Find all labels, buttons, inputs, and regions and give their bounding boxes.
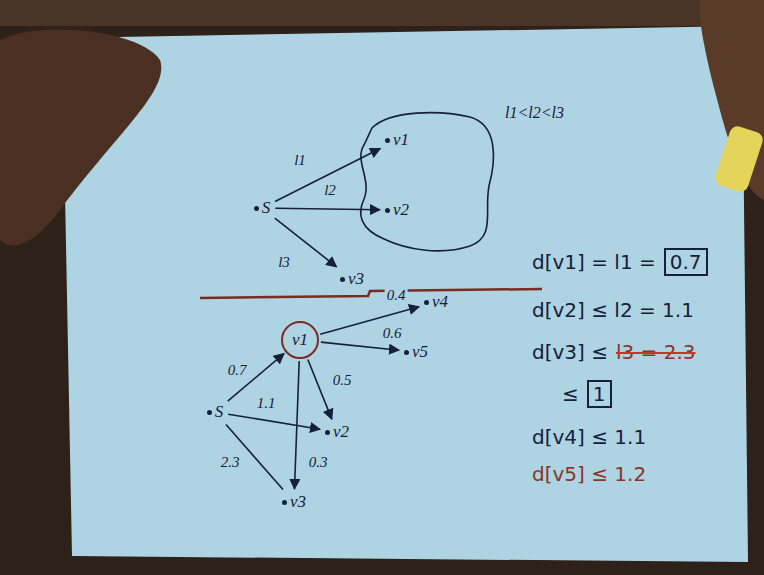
edge-weight: l1 xyxy=(292,152,308,169)
marker-pen xyxy=(713,124,764,193)
vertex-dot xyxy=(325,430,330,435)
graph-vertex: v5 xyxy=(401,341,431,363)
edge-weight: l3 xyxy=(276,254,292,271)
vertex-name: 1 xyxy=(593,382,606,406)
graph-vertex: S xyxy=(251,197,274,219)
paper-sheet xyxy=(62,26,748,562)
graph-vertex: v2 xyxy=(382,199,412,221)
vertex-name: v2 xyxy=(333,422,349,442)
edge-arrow xyxy=(321,342,399,350)
circled-vertex: v1 xyxy=(281,321,319,359)
vertex-name: v3 xyxy=(348,269,364,289)
boxed-value: 1 xyxy=(587,380,612,408)
vertex-dot xyxy=(207,410,212,415)
edge-weight: 0.6 xyxy=(381,325,404,342)
edge-arrow xyxy=(228,414,320,429)
note-text: d[v5] ≤ 1.2 xyxy=(532,462,646,486)
vertex-name: v5 xyxy=(412,342,428,362)
vertex-dot xyxy=(404,350,409,355)
vertex-name: v4 xyxy=(432,292,448,312)
edge-weight: 0.4 xyxy=(385,287,408,304)
graph-vertex: v4 xyxy=(421,291,451,313)
vertex-name: v1 xyxy=(393,130,409,150)
boxed-value: 0.7 xyxy=(664,248,708,276)
vertex-name: v3 xyxy=(290,492,306,512)
graph-vertex: v3 xyxy=(279,491,309,513)
vertex-name: v1 xyxy=(292,330,308,350)
vertex-name: S xyxy=(215,402,224,422)
edge-arrow xyxy=(294,361,299,489)
note-text: l3 = 2.3 xyxy=(616,340,696,364)
edge-weight: 0.5 xyxy=(331,372,354,389)
graph-vertex: v3 xyxy=(337,268,367,290)
edge-weight: 0.7 xyxy=(226,362,249,379)
edge-weight: 1.1 xyxy=(255,395,278,412)
graph-vertex: v1 xyxy=(382,129,412,151)
edge-arrow xyxy=(275,148,380,201)
vertex-dot xyxy=(340,277,345,282)
graph-vertex: S xyxy=(204,401,227,423)
vertex-dot xyxy=(385,208,390,213)
graph-vertex: v2 xyxy=(322,421,352,443)
vertex-dot xyxy=(282,500,287,505)
edge-weight: 2.3 xyxy=(219,454,242,471)
vertex-dot xyxy=(385,138,390,143)
note-text: l1<l2<l3 xyxy=(505,104,564,122)
edge-arrow xyxy=(275,208,380,210)
vertex-name: S xyxy=(262,198,271,218)
vertex-dot xyxy=(424,300,429,305)
right-hand xyxy=(700,0,764,200)
left-hand xyxy=(0,30,161,246)
board-edge xyxy=(0,0,764,26)
edge-weight: 0.3 xyxy=(307,454,330,471)
divider-line xyxy=(200,289,542,298)
edge-weight: l2 xyxy=(322,182,338,199)
note-text: d[v1] = l1 = xyxy=(532,250,656,274)
cloud-outline xyxy=(361,113,494,251)
vertex-name: v2 xyxy=(393,200,409,220)
edge-arrow xyxy=(308,359,332,419)
note-text: d[v2] ≤ l2 = 1.1 xyxy=(532,298,694,322)
vertex-name: 0.7 xyxy=(670,250,702,274)
edge-arrow xyxy=(320,307,419,335)
note-text: d[v4] ≤ 1.1 xyxy=(532,425,646,449)
note-text: d[v3] ≤ xyxy=(532,340,608,364)
note-text: ≤ xyxy=(562,382,579,406)
vertex-dot xyxy=(254,206,259,211)
